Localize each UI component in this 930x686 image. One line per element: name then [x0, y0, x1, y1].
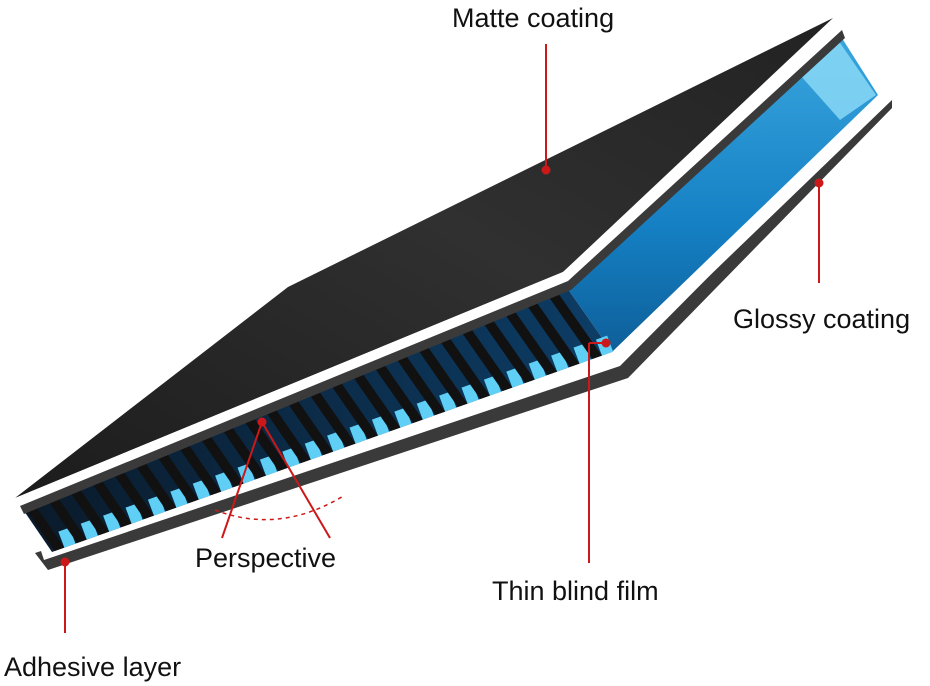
perspective-arc	[214, 494, 346, 521]
glossy-leader-dot	[814, 178, 824, 188]
blind-slat	[68, 485, 110, 536]
blind-slat	[89, 476, 132, 528]
adhesive-leader-dot	[60, 557, 70, 567]
blind-slat	[393, 351, 446, 416]
blind-slat	[285, 396, 334, 456]
label-matte-coating: Matte coating	[452, 3, 615, 33]
blind-slat	[502, 306, 558, 376]
label-thin-blind-film: Thin blind film	[492, 576, 659, 606]
blind-slat	[198, 431, 244, 488]
label-glossy-coating: Glossy coating	[733, 304, 911, 334]
perspective-leader-dot	[257, 417, 267, 427]
blind-slat	[220, 422, 266, 480]
blind-slat	[415, 342, 468, 408]
front-face	[22, 285, 612, 552]
blind-slat	[154, 449, 199, 504]
matte-leader-dot	[541, 165, 551, 175]
perspective-leader-left	[221, 421, 263, 539]
matte-top-surface	[15, 18, 833, 498]
blind-slat	[328, 378, 378, 440]
label-perspective: Perspective	[195, 543, 337, 573]
blind-slat	[459, 324, 513, 392]
blind-slat	[350, 369, 401, 432]
blind-slat	[480, 315, 535, 384]
blind-slat	[111, 467, 154, 520]
label-adhesive-layer: Adhesive layer	[4, 652, 182, 682]
blind-slat	[241, 413, 289, 472]
blind-slat	[372, 360, 423, 424]
perspective-leader-right	[261, 421, 331, 539]
blind-slat	[46, 494, 87, 544]
blind-slat	[524, 297, 580, 368]
thin-blind-leader-dot	[601, 338, 611, 348]
leader-lines	[60, 44, 824, 633]
blind-slat	[24, 503, 65, 552]
blind-slat	[306, 387, 356, 448]
blind-slat	[437, 333, 490, 400]
side-face	[565, 35, 878, 352]
blind-slat	[545, 289, 602, 360]
blind-slat	[133, 458, 177, 512]
blind-slat	[176, 440, 222, 496]
blind-slat	[263, 404, 311, 464]
blind-slats	[24, 289, 614, 552]
